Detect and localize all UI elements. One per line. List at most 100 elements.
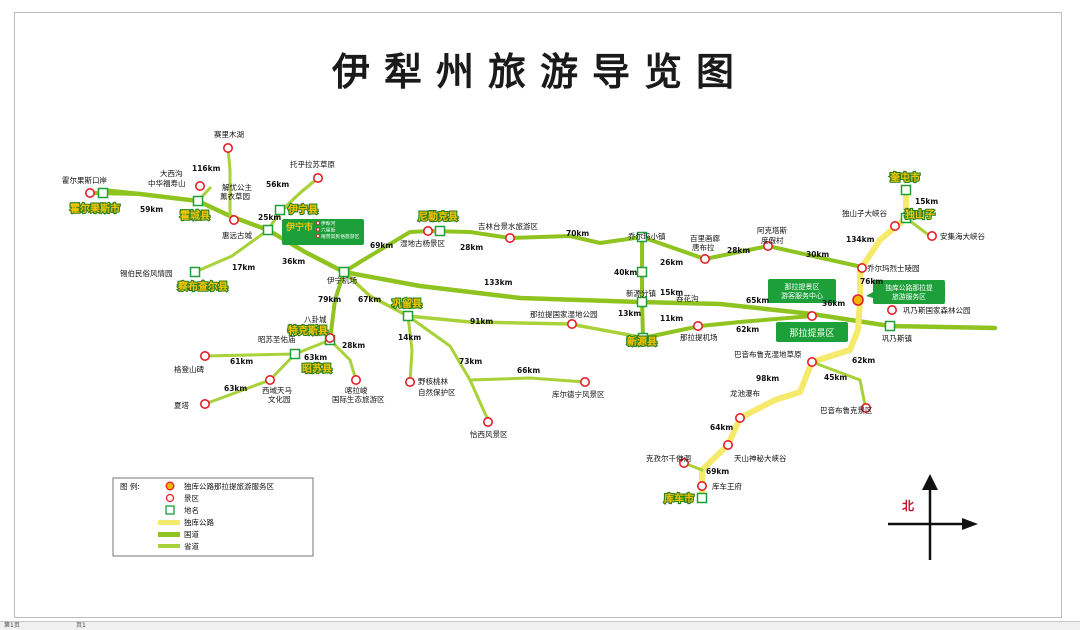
tianshan-marker[interactable] [722,439,733,450]
anjihai-marker[interactable] [926,231,937,242]
place-label: 国际生态旅游区 [332,394,385,404]
gongliu-place[interactable] [402,310,414,322]
place-label: 那拉提机场 [680,332,718,342]
place-label: 中华福寿山 [148,178,186,188]
kuitun-place[interactable] [900,184,912,196]
place-label: 百里画廊 [690,233,720,243]
yining-city-box[interactable] [282,219,364,245]
gongliu-label[interactable]: 巩留县 [391,296,423,311]
distance-label: 76km [860,277,883,286]
kalajun-marker[interactable] [350,374,361,385]
yining-city-place[interactable] [262,224,274,236]
gongnaisi-marker[interactable] [886,304,897,315]
page-tab-2[interactable]: 页1 [76,622,86,629]
sailimu-marker[interactable] [223,143,234,154]
chabuchar-label[interactable]: 察布查尔县 [176,279,229,294]
distance-label: 40km [614,268,637,277]
huocheng-place[interactable] [192,195,204,207]
nalati-center-box[interactable] [768,279,836,303]
nalati-wetland-marker[interactable] [566,318,577,329]
compass-north-arrow [922,474,938,490]
distance-label: 98km [756,374,779,383]
nalati-area-label: 那拉提景区 [789,327,834,339]
nalati-area-box[interactable] [776,322,848,342]
nalati-airport-marker[interactable] [692,320,703,331]
dukou-service-marker[interactable] [852,294,864,306]
place-label: 格登山碑 [174,364,204,374]
qiaoerma-town-place[interactable] [636,231,648,243]
dushanzi-label[interactable]: 独山子 [904,207,936,222]
place-label: 巴音布鲁克湿地草原 [734,349,802,359]
qiaxi-marker[interactable] [482,416,493,427]
dukou-service-box[interactable] [873,280,945,304]
jieyou-marker[interactable] [229,215,240,226]
longchi-marker[interactable] [734,412,745,423]
place-label: 大西沟 [160,168,183,178]
zhaosu-place[interactable] [289,348,301,360]
legend-place-swatch [165,505,175,515]
huocheng-label[interactable]: 霍城县 [179,208,211,223]
kuqa-label[interactable]: 库车市 [663,491,695,506]
zhaosu-label[interactable]: 昭苏县 [301,361,333,376]
wild-fruit-marker[interactable] [404,376,415,387]
kuerdening-marker[interactable] [579,376,590,387]
kuqa-place[interactable] [696,492,708,504]
distance-label: 45km [824,373,847,382]
page-tab-1[interactable]: 第1页 [4,622,20,629]
baili-marker[interactable] [699,254,710,265]
yining-county-label[interactable]: 伊宁县 [286,202,319,217]
legend-scenic-swatch [165,493,175,503]
gedengshan-marker[interactable] [200,350,211,361]
xinyuan-label[interactable]: 新源县 [626,334,658,349]
gongnaisi-place[interactable] [884,320,896,332]
qiaoerma-martyr-marker[interactable] [856,262,867,273]
bayinbuluke-area-marker[interactable] [860,402,871,413]
tuokuzi-marker[interactable] [312,173,323,184]
legend-service-swatch [165,481,175,491]
xiyu-marker[interactable] [264,374,275,385]
distance-label: 63km [304,353,327,362]
nalati-center-marker[interactable] [806,310,817,321]
place-label: 天山神秘大峡谷 [734,453,787,463]
yining-county-place[interactable] [274,204,286,216]
nileke-label[interactable]: 尼勒克县 [417,209,459,224]
xinyuan-place-a[interactable] [636,266,648,278]
place-label: 八卦城 [304,314,327,324]
bottom-strip: 第1页 页1 [0,621,1080,630]
chabuchar-place[interactable] [189,266,201,278]
dushanzi-place[interactable] [900,212,912,224]
yining-city-label: 伊宁市 [285,221,313,233]
distance-label: 28km [460,243,483,252]
road-gongliu [342,270,410,318]
kuitun-label[interactable]: 奎屯市 [888,170,921,185]
distance-label: 13km [618,309,641,318]
place-label: 独山子大峡谷 [842,208,887,218]
daxigou-marker[interactable] [195,181,206,192]
kezier-marker[interactable] [678,457,689,468]
horgos-label[interactable]: 霍尔果斯市 [69,201,121,216]
xiata-marker[interactable] [200,398,211,409]
yining-city-item: 伊犁河 [321,220,336,227]
horgos-place[interactable] [97,187,109,199]
jilin-marker[interactable] [504,233,515,244]
distance-label: 65km [746,296,769,305]
road-qiaxi [406,314,490,422]
yining-item-marker [316,221,320,225]
dushanzi-canyon-marker[interactable] [889,221,900,232]
nileke-place[interactable] [434,225,446,237]
bagua-marker[interactable] [324,332,335,343]
bayinbuluke-wetland-marker[interactable] [806,356,817,367]
xinyuan-place[interactable] [637,332,649,344]
road-tekes [328,270,346,342]
distance-label: 66km [517,366,540,375]
yining-airport-place[interactable] [338,266,350,278]
place-label: 吞花沟 [676,293,699,303]
kuqa-palace-marker[interactable] [696,480,707,491]
tekesi-label[interactable]: 特克斯县 [287,323,329,338]
yining-city-item: 喀赞其民俗旅游区 [321,233,360,240]
tangbula-marker[interactable] [422,226,433,237]
korgas-port-marker[interactable] [85,188,96,199]
xinyuan-town-place[interactable] [636,296,648,308]
akeda-marker[interactable] [762,241,773,252]
